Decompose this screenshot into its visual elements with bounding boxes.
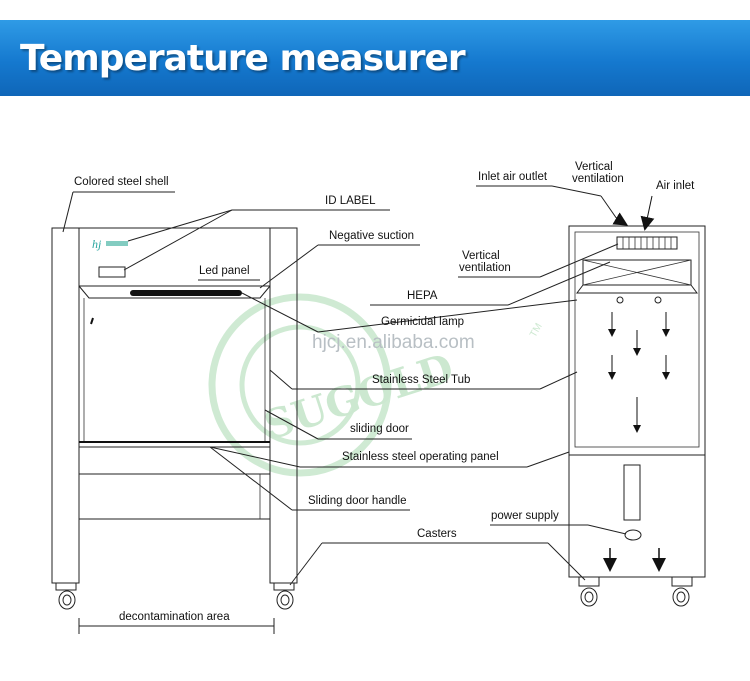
label-vertical-ventilation-top-line1: Vertical [575, 161, 613, 173]
label-sliding-door: sliding door [350, 423, 409, 435]
label-colored-steel-shell: Colored steel shell [74, 176, 169, 188]
label-power-supply: power supply [491, 510, 559, 522]
watermark-ring [208, 293, 392, 477]
lamp-dot-right [654, 296, 662, 304]
watermark-ring-inner [239, 324, 361, 446]
label-inlet-air-outlet: Inlet air outlet [478, 171, 548, 183]
side-caster-right [671, 577, 693, 607]
diffuser [576, 284, 698, 294]
label-decontamination-area: decontamination area [119, 611, 230, 623]
lamp-dot-left [616, 296, 624, 304]
id-label-box [98, 266, 126, 278]
label-hepa: HEPA [407, 290, 438, 302]
top-box [78, 227, 271, 287]
hepa-filter [582, 259, 692, 286]
watermark-tm: TM [528, 321, 545, 339]
leader-lines [62, 185, 627, 586]
label-led-panel: Led panel [199, 265, 250, 277]
page-title: Temperature measurer [20, 38, 466, 79]
labels: Colored steel shell ID LABEL Negative su… [74, 161, 695, 623]
power-supply-socket [624, 529, 642, 541]
inlet-arrow [640, 195, 655, 231]
label-vertical-ventilation-top-line2: ventilation [572, 173, 624, 185]
label-negative-suction: Negative suction [329, 230, 414, 242]
label-vertical-ventilation-mid-line1: Vertical [462, 250, 500, 262]
watermark-url: hjcj.en.alibaba.com [312, 332, 475, 353]
airflow-arrows [600, 195, 670, 572]
inlet-arrow [600, 195, 629, 226]
grille-slats [622, 237, 672, 249]
logo: hj [92, 237, 102, 251]
sliding-door-handle [78, 473, 271, 520]
side-caster-left [578, 577, 600, 607]
label-vertical-ventilation-mid-line2: ventilation [459, 262, 511, 274]
right-leg [269, 227, 298, 584]
hepa-diag-2 [582, 259, 692, 286]
label-germicidal-lamp: Germicidal lamp [381, 316, 464, 328]
side-inner-chamber [574, 231, 700, 448]
caster-right [273, 583, 295, 610]
label-stainless-steel-operating-panel: Stainless steel operating panel [342, 451, 499, 463]
germicidal-lamp [130, 290, 242, 296]
label-sliding-door-handle: Sliding door handle [308, 495, 406, 507]
label-stainless-steel-tub: Stainless Steel Tub [372, 374, 470, 386]
side-channel [623, 464, 641, 521]
logo-mark [106, 241, 128, 246]
window-mark [90, 317, 94, 325]
caster-left [55, 583, 77, 610]
title-banner: Temperature measurer [0, 20, 750, 96]
side-view-cabinet [568, 225, 706, 607]
side-lower-stand [568, 454, 706, 578]
left-leg [51, 227, 80, 584]
label-id-label: ID LABEL [325, 195, 376, 207]
led-panel-hood [78, 285, 271, 299]
label-casters: Casters [417, 528, 457, 540]
front-view-cabinet: hj [51, 227, 298, 634]
label-air-inlet: Air inlet [656, 180, 695, 192]
